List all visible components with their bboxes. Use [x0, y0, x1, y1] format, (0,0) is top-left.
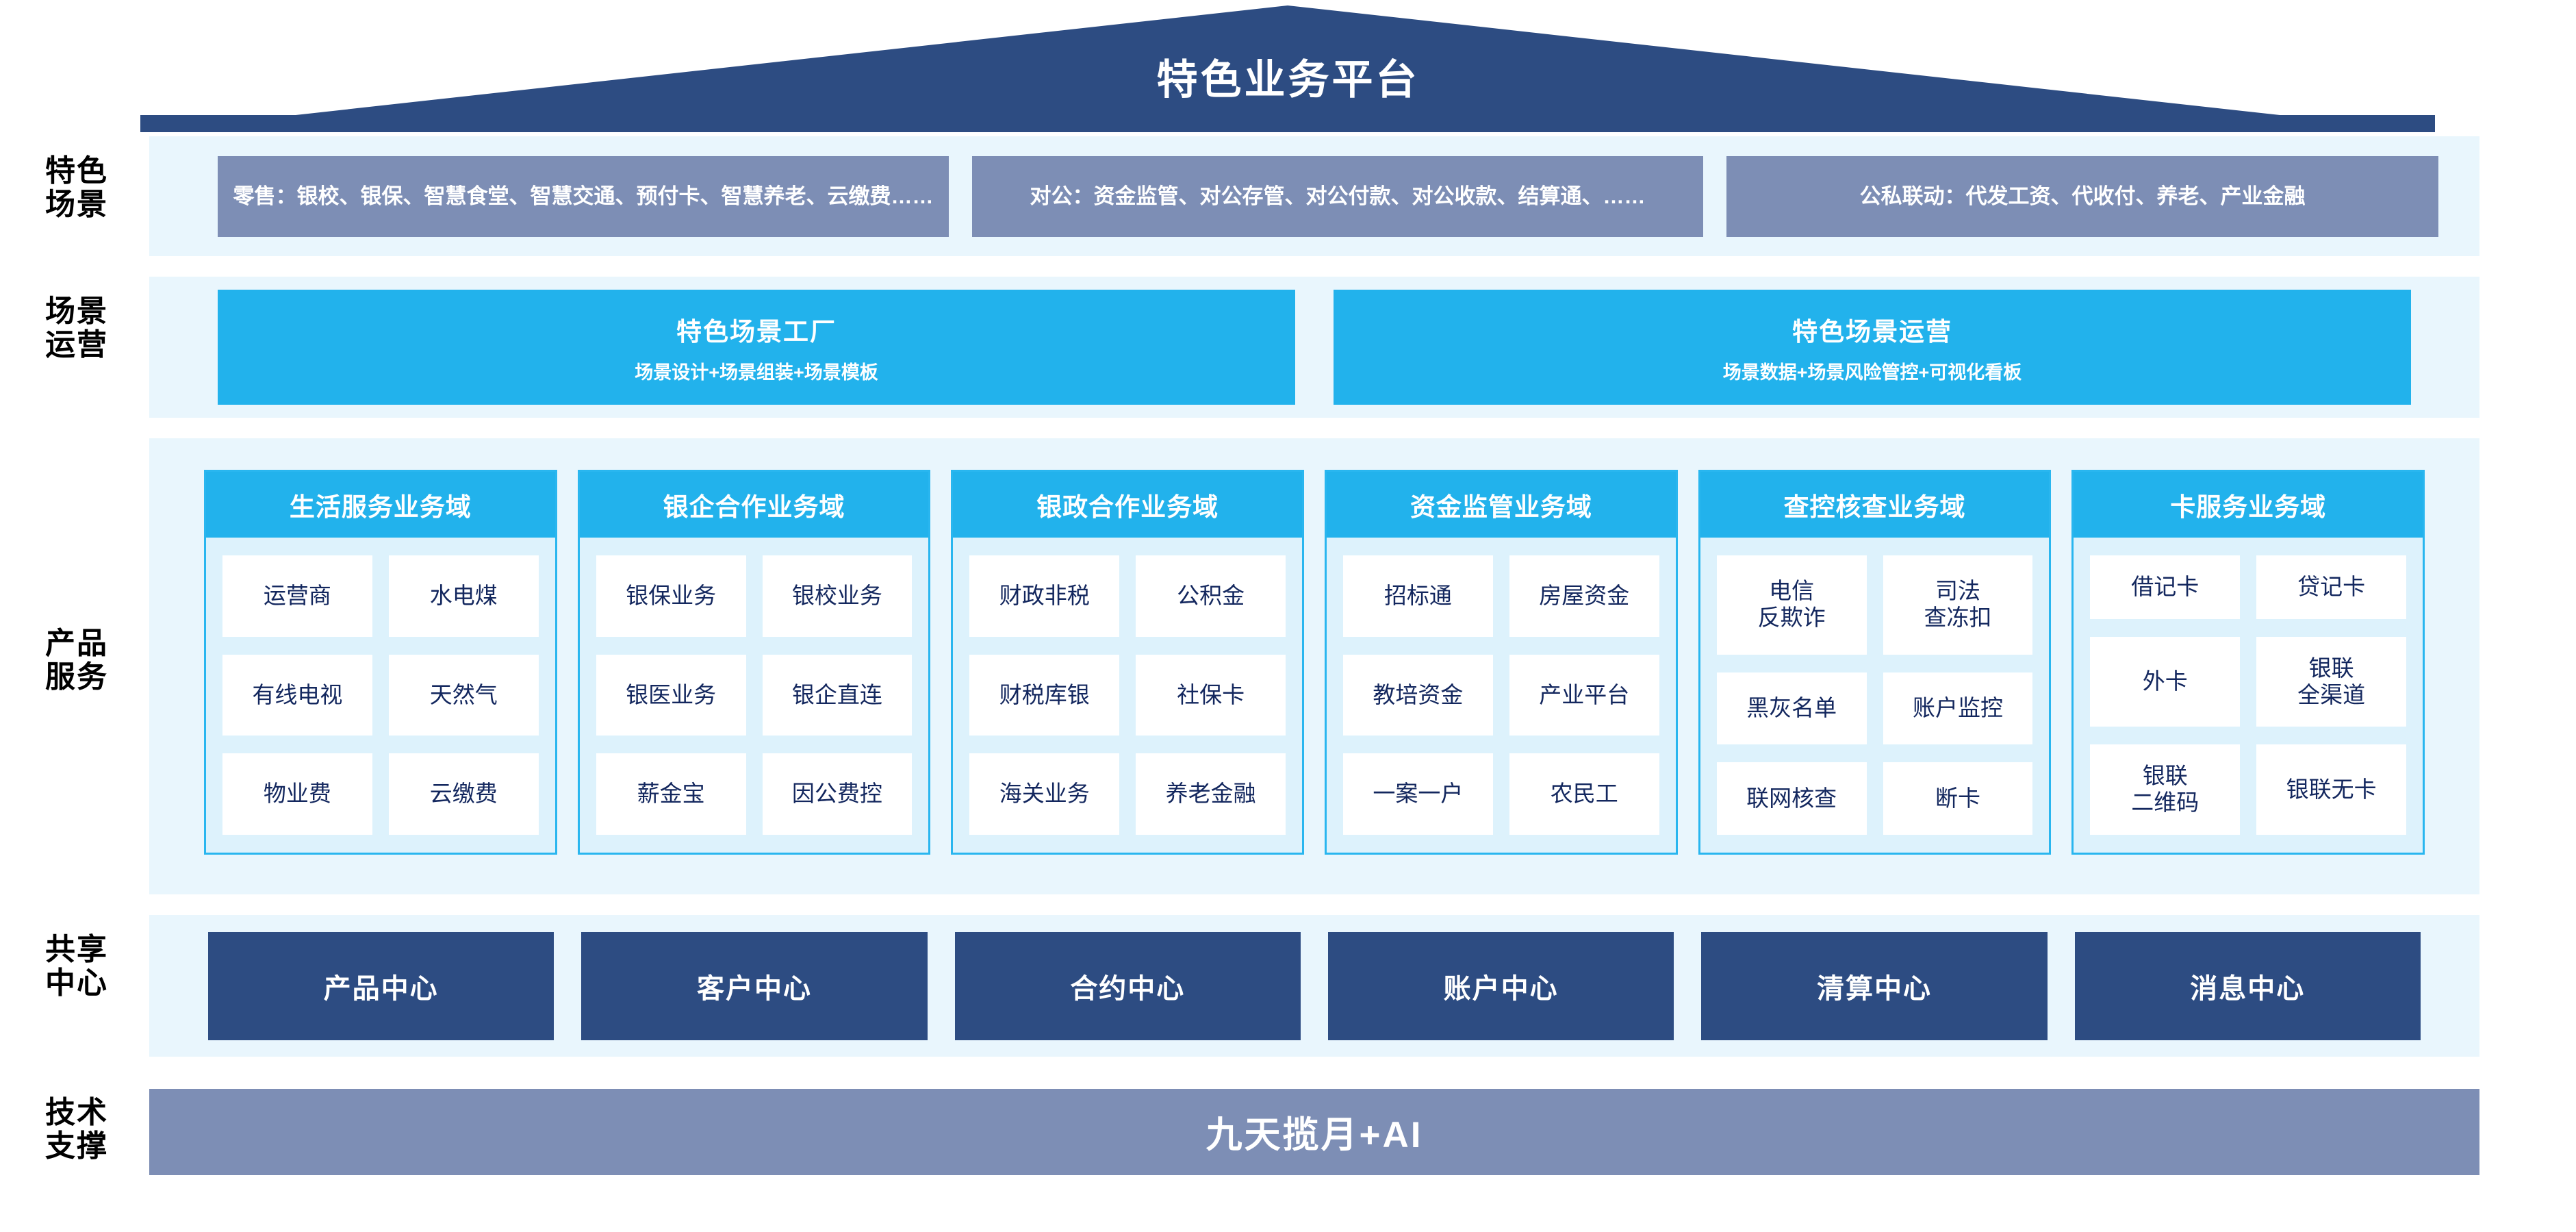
business-domain-title: 卡服务业务域 [2074, 472, 2423, 538]
business-domain-item[interactable]: 银联无卡 [2256, 744, 2407, 835]
business-domain-item[interactable]: 海关业务 [969, 753, 1120, 835]
row-label-product-line2: 服务 [45, 660, 108, 694]
row-label-operation-line2: 运营 [45, 328, 108, 362]
scene-box-retail[interactable]: 零售：银校、银保、智慧食堂、智慧交通、预付卡、智慧养老、云缴费…… [218, 155, 949, 237]
business-domain-item-grid: 财政非税公积金财税库银社保卡海关业务养老金融 [953, 538, 1302, 853]
shared-center-6[interactable]: 消息中心 [2074, 931, 2421, 1040]
platform-banner: 特色业务平台 [0, 5, 2576, 132]
business-domain-item[interactable]: 银联二维码 [2090, 744, 2241, 835]
row-label-share: 共享 中心 [15, 933, 138, 1001]
tech-band: 九天揽月+AI [149, 1077, 2479, 1200]
business-domain-item[interactable]: 产业平台 [1509, 654, 1659, 736]
row-label-tech-line2: 支撑 [45, 1129, 108, 1164]
share-band: 产品中心客户中心合约中心账户中心清算中心消息中心 [149, 915, 2479, 1057]
business-domain-5[interactable]: 查控核查业务域电信反欺诈司法查冻扣黑灰名单账户监控联网核查断卡 [1698, 470, 2052, 855]
row-label-operation-line1: 场景 [45, 294, 108, 328]
shared-center-3[interactable]: 合约中心 [954, 931, 1301, 1040]
operation-box-scene-factory-title: 特色场景工厂 [676, 317, 837, 346]
business-domain-item[interactable]: 薪金宝 [596, 753, 746, 835]
shared-center-1[interactable]: 产品中心 [208, 931, 554, 1040]
business-domain-title: 查控核查业务域 [1700, 472, 2050, 538]
scene-box-public-private[interactable]: 公私联动：代发工资、代收付、养老、产业金融 [1726, 155, 2438, 237]
business-domain-item[interactable]: 银联全渠道 [2256, 636, 2407, 727]
business-domain-item-grid: 招标通房屋资金教培资金产业平台一案一户农民工 [1327, 538, 1676, 853]
business-domain-item[interactable]: 养老金融 [1136, 753, 1286, 835]
row-label-product-line1: 产品 [45, 627, 108, 660]
business-domain-item[interactable]: 农民工 [1509, 753, 1659, 835]
business-domain-item[interactable]: 财政非税 [969, 555, 1120, 637]
business-domain-item[interactable]: 司法查冻扣 [1883, 555, 2033, 655]
business-domain-item[interactable]: 运营商 [222, 555, 372, 637]
business-domain-item[interactable]: 银保业务 [596, 555, 746, 637]
business-domain-item[interactable]: 断卡 [1883, 762, 2033, 835]
operation-box-scene-operation[interactable]: 特色场景运营 场景数据+场景风险管控+可视化看板 [1334, 290, 2411, 405]
business-domain-item[interactable]: 贷记卡 [2256, 555, 2407, 619]
row-label-tech-line1: 技术 [45, 1096, 108, 1129]
business-domain-item-grid: 借记卡贷记卡外卡银联全渠道银联二维码银联无卡 [2074, 538, 2423, 853]
business-domain-title: 银企合作业务域 [579, 472, 929, 538]
business-domain-item[interactable]: 天然气 [388, 654, 539, 736]
business-domain-2[interactable]: 银企合作业务域银保业务银校业务银医业务银企直连薪金宝因公费控 [577, 470, 931, 855]
shared-center-4[interactable]: 账户中心 [1327, 931, 1674, 1040]
business-domain-item[interactable]: 银企直连 [762, 654, 913, 736]
product-band: 生活服务业务域运营商水电煤有线电视天然气物业费云缴费银企合作业务域银保业务银校业… [149, 438, 2479, 894]
business-domain-item[interactable]: 因公费控 [762, 753, 913, 835]
business-domain-item-grid: 银保业务银校业务银医业务银企直连薪金宝因公费控 [580, 538, 929, 853]
business-domain-title: 资金监管业务域 [1327, 472, 1676, 538]
banner-pentagon-shape [140, 5, 2435, 132]
scene-box-corporate[interactable]: 对公：资金监管、对公存管、对公付款、对公收款、结算通、…… [972, 155, 1703, 237]
business-domain-item[interactable]: 电信反欺诈 [1716, 555, 1867, 655]
row-label-product: 产品 服务 [15, 627, 138, 694]
business-domain-item[interactable]: 公积金 [1136, 555, 1286, 637]
shared-center-5[interactable]: 清算中心 [1701, 931, 2048, 1040]
business-domain-item[interactable]: 教培资金 [1343, 654, 1493, 736]
business-domain-item[interactable]: 房屋资金 [1509, 555, 1659, 637]
business-domain-4[interactable]: 资金监管业务域招标通房屋资金教培资金产业平台一案一户农民工 [1325, 470, 1678, 855]
row-label-scene-line1: 特色 [45, 154, 108, 188]
scene-band: 零售：银校、银保、智慧食堂、智慧交通、预付卡、智慧养老、云缴费…… 对公：资金监… [149, 136, 2479, 256]
row-label-scene-line2: 场景 [45, 188, 108, 222]
business-domain-3[interactable]: 银政合作业务域财政非税公积金财税库银社保卡海关业务养老金融 [951, 470, 1305, 855]
business-domain-item-grid: 电信反欺诈司法查冻扣黑灰名单账户监控联网核查断卡 [1700, 538, 2050, 853]
business-domain-6[interactable]: 卡服务业务域借记卡贷记卡外卡银联全渠道银联二维码银联无卡 [2071, 470, 2425, 855]
business-domain-item[interactable]: 借记卡 [2090, 555, 2241, 619]
business-domain-item[interactable]: 一案一户 [1343, 753, 1493, 835]
business-domain-item[interactable]: 财税库银 [969, 654, 1120, 736]
business-domain-title: 银政合作业务域 [953, 472, 1303, 538]
business-domain-item[interactable]: 联网核查 [1716, 762, 1867, 835]
business-domain-item[interactable]: 黑灰名单 [1716, 672, 1867, 745]
operation-box-scene-factory-subtitle: 场景设计+场景组装+场景模板 [635, 362, 878, 383]
tech-support-bar[interactable]: 九天揽月+AI [149, 1089, 2479, 1175]
business-domain-item[interactable]: 招标通 [1343, 555, 1493, 637]
business-domain-title: 生活服务业务域 [206, 472, 555, 538]
business-domain-item[interactable]: 有线电视 [222, 654, 372, 736]
business-domain-item[interactable]: 社保卡 [1136, 654, 1286, 736]
operation-band: 特色场景工厂 场景设计+场景组装+场景模板 特色场景运营 场景数据+场景风险管控… [149, 277, 2479, 418]
business-domain-item[interactable]: 银医业务 [596, 654, 746, 736]
page-title: 特色业务平台 [1156, 57, 1420, 103]
row-label-tech: 技术 支撑 [15, 1096, 138, 1164]
shared-center-2[interactable]: 客户中心 [581, 931, 928, 1040]
operation-box-scene-operation-subtitle: 场景数据+场景风险管控+可视化看板 [1722, 362, 2022, 383]
row-label-share-line2: 中心 [45, 966, 108, 1001]
business-domain-item[interactable]: 水电煤 [388, 555, 539, 637]
row-label-share-line1: 共享 [45, 933, 108, 966]
row-label-operation: 场景 运营 [15, 294, 138, 362]
business-domain-item[interactable]: 外卡 [2090, 636, 2241, 727]
business-domain-item[interactable]: 银校业务 [762, 555, 913, 637]
business-domain-item[interactable]: 物业费 [222, 753, 372, 835]
business-domain-item[interactable]: 账户监控 [1883, 672, 2033, 745]
row-label-scene: 特色 场景 [15, 154, 138, 222]
business-domain-item[interactable]: 云缴费 [388, 753, 539, 835]
business-domain-1[interactable]: 生活服务业务域运营商水电煤有线电视天然气物业费云缴费 [204, 470, 557, 855]
operation-box-scene-operation-title: 特色场景运营 [1792, 317, 1952, 346]
operation-box-scene-factory[interactable]: 特色场景工厂 场景设计+场景组装+场景模板 [218, 290, 1295, 405]
business-domain-item-grid: 运营商水电煤有线电视天然气物业费云缴费 [206, 538, 555, 853]
